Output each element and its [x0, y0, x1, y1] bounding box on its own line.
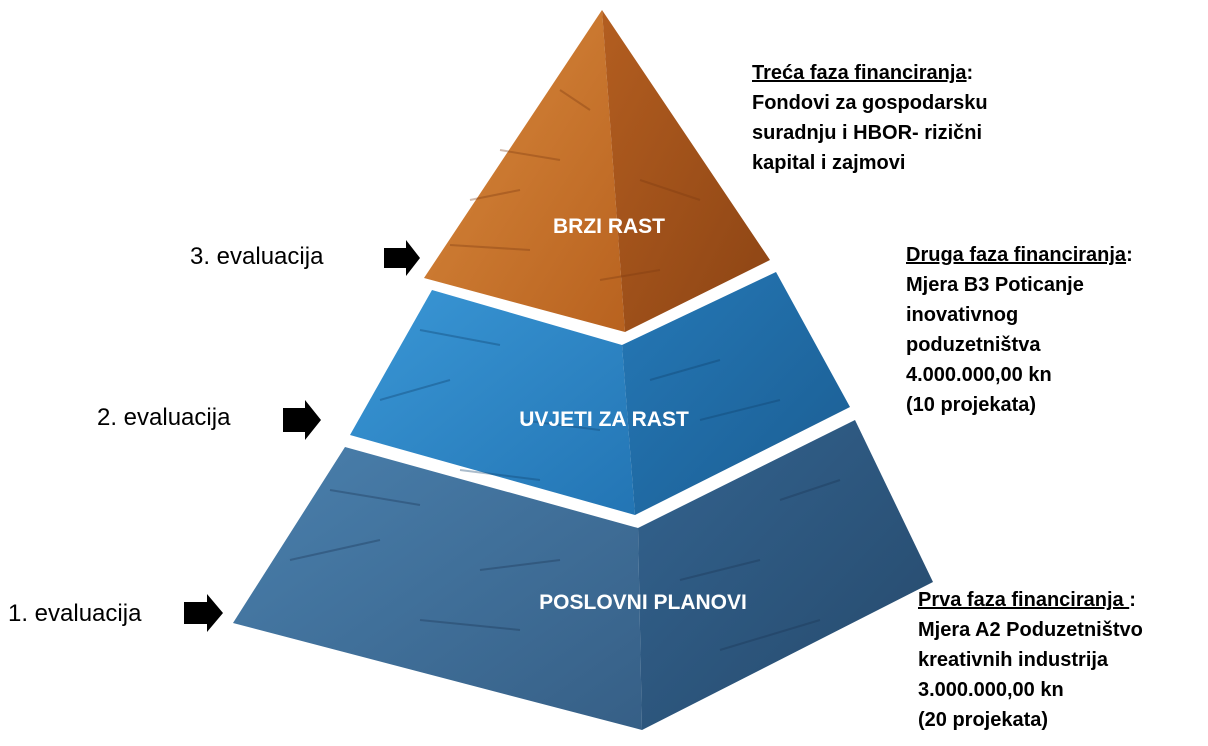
- second-phase-line: poduzetništva: [906, 334, 1041, 356]
- arrow-2-evaluation-icon: [283, 400, 321, 440]
- third-phase-line: Fondovi za gospodarsku: [752, 92, 988, 114]
- second-phase-line: (10 projekata): [906, 394, 1037, 416]
- evaluation-1-label: 1. evaluacija: [8, 600, 142, 627]
- arrow-3-evaluation-icon: [384, 240, 420, 276]
- first-phase-line: Mjera A2 Poduzetništvo: [918, 619, 1143, 641]
- third-phase-line: kapital i zajmovi: [752, 152, 906, 174]
- bottom-layer-label: POSLOVNI PLANOVI: [539, 591, 747, 614]
- second-phase-line: inovativnog: [906, 304, 1019, 326]
- middle-layer-label: UVJETI ZA RAST: [519, 408, 689, 431]
- evaluation-2-label: 2. evaluacija: [97, 404, 231, 431]
- pyramid-bottom-layer: [233, 420, 933, 730]
- third-phase-line: suradnju i HBOR- rizični: [752, 122, 983, 144]
- second-phase-heading: Druga faza financiranja:: [906, 244, 1133, 266]
- first-phase-heading: Prva faza financiranja :: [918, 589, 1136, 611]
- pyramid-middle-layer: [350, 272, 850, 515]
- second-phase-line: Mjera B3 Poticanje: [906, 274, 1084, 296]
- evaluation-3-label: 3. evaluacija: [190, 243, 324, 270]
- first-phase-note: Prva faza financiranja : Mjera A2 Poduze…: [918, 585, 1143, 735]
- third-phase-heading: Treća faza financiranja:: [752, 62, 974, 84]
- first-phase-line: kreativnih industrija: [918, 649, 1109, 671]
- top-layer-label: BRZI RAST: [553, 215, 665, 238]
- first-phase-line: 3.000.000,00 kn: [918, 679, 1064, 701]
- pyramid-top-layer: [424, 10, 770, 332]
- arrow-1-evaluation-icon: [184, 594, 223, 632]
- first-phase-line: (20 projekata): [918, 709, 1049, 731]
- second-phase-line: 4.000.000,00 kn: [906, 364, 1052, 386]
- third-phase-note: Treća faza financiranja: Fondovi za gosp…: [752, 58, 988, 178]
- second-phase-note: Druga faza financiranja: Mjera B3 Potica…: [906, 240, 1133, 420]
